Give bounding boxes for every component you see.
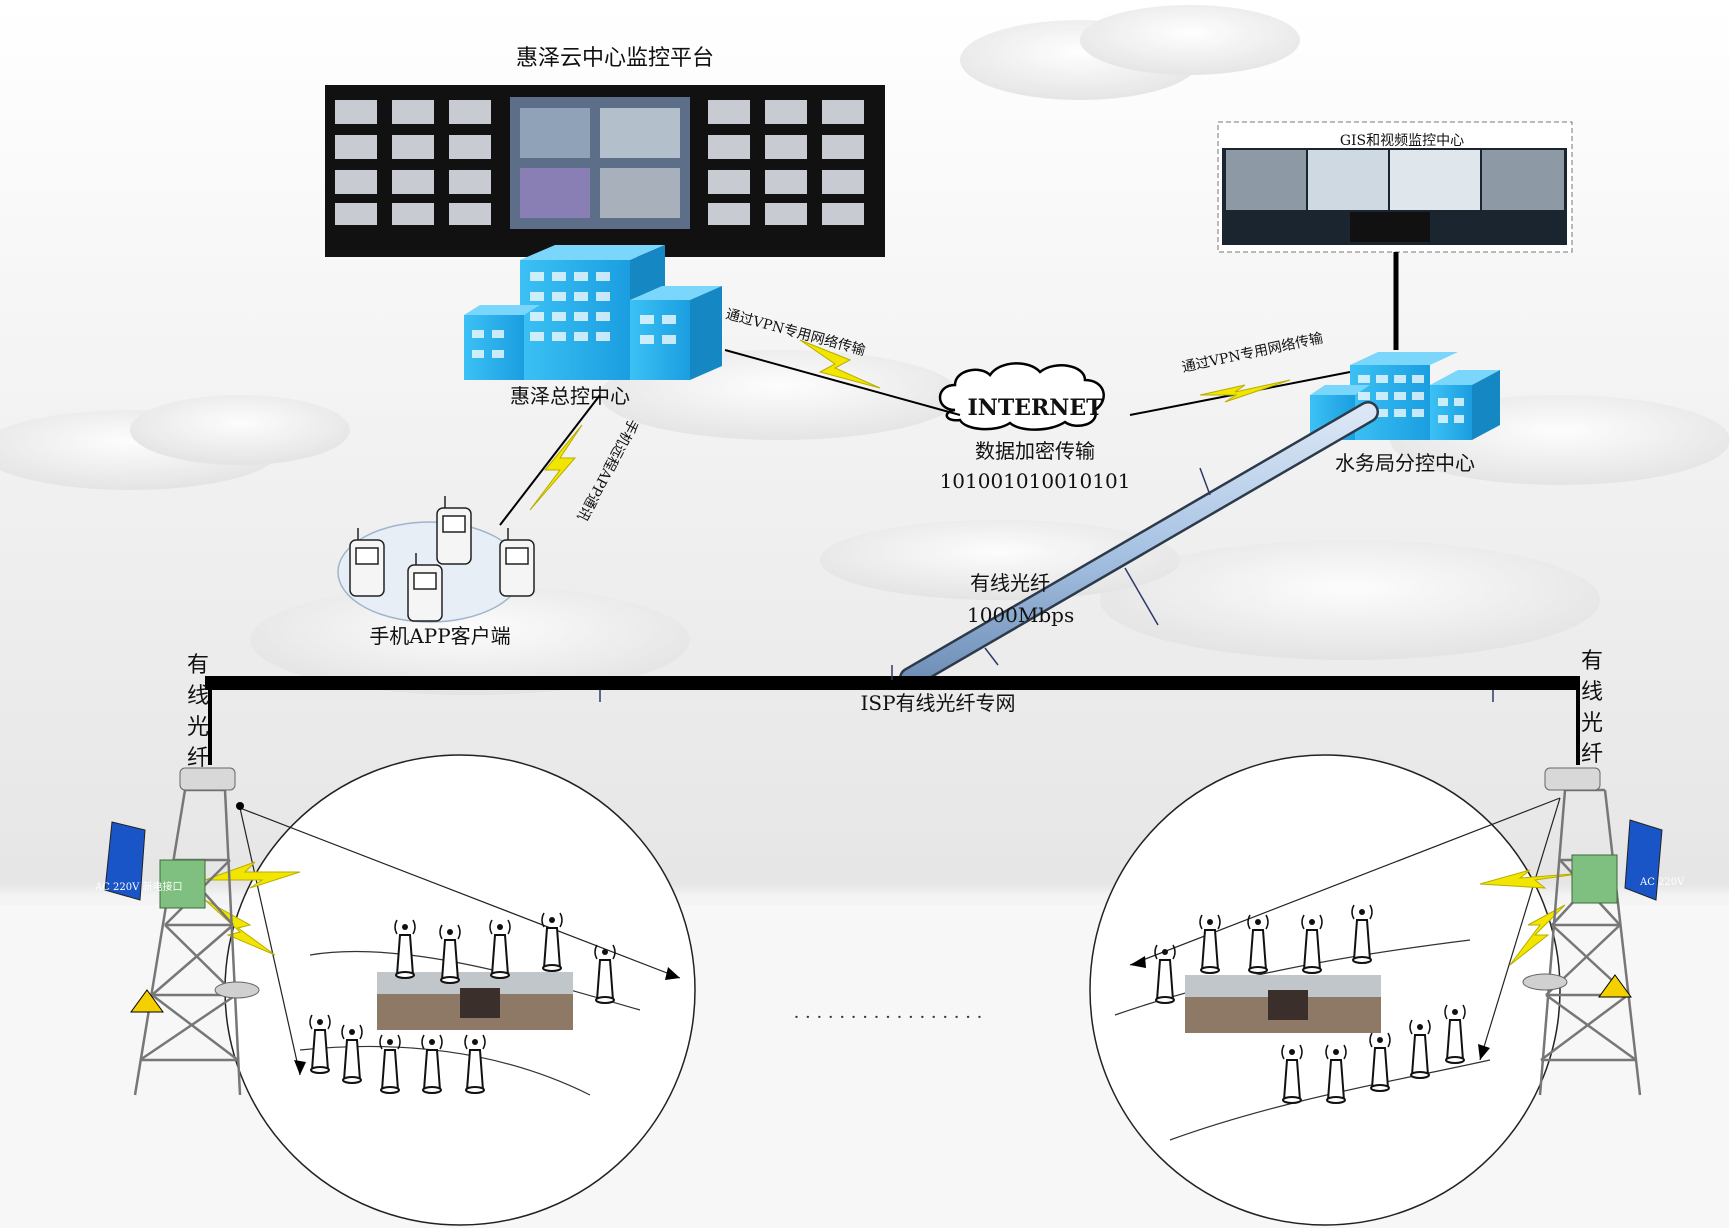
hq-building-icon — [464, 245, 722, 380]
solar-panel-icon — [1624, 819, 1663, 901]
vpn-link-left — [724, 349, 961, 416]
sensor-buoy-icon — [309, 1014, 331, 1074]
sensor-buoy-icon — [464, 1034, 486, 1094]
warning-icon — [130, 989, 164, 1013]
solar-panel-icon — [104, 821, 146, 901]
sensor-buoy-icon — [1281, 1044, 1303, 1104]
gis-center-title: GIS和视频监控中心 — [1340, 133, 1464, 149]
sensor-buoy-icon — [541, 912, 563, 972]
camera-icon — [214, 981, 260, 999]
internet-cloud-icon — [938, 362, 1105, 431]
lightning-icon — [1509, 904, 1566, 966]
video-wall — [325, 85, 885, 257]
sensor-buoy-icon — [1369, 1032, 1391, 1092]
right-fiber-char: 光 — [1581, 711, 1603, 736]
internet-label: INTERNET — [967, 395, 1103, 421]
camera-icon — [179, 767, 244, 810]
left-fiber-char: 光 — [187, 715, 209, 740]
sensor-buoy-icon — [1301, 914, 1323, 974]
more-zones-ellipsis: · · · · · · · · · · · · · · · · · — [794, 1007, 983, 1028]
sensor-buoy-icon — [439, 924, 461, 984]
encryption-label: 数据加密传输 — [975, 439, 1095, 463]
right-panel-caption: AC 220V — [1639, 877, 1685, 888]
lightning-icon — [204, 861, 301, 889]
sensor-buoy-icon — [489, 919, 511, 979]
sensor-buoy-icon — [421, 1034, 443, 1094]
fiber-trunk-pipe — [899, 401, 1379, 689]
fiber-trunk-speed: 1000Mbps — [967, 603, 1074, 627]
sensor-buoy-icon — [1154, 944, 1176, 1004]
sensor-group — [309, 904, 1466, 1104]
mobile-client-label: 手机APP客户端 — [369, 624, 510, 648]
sensor-buoy-icon — [341, 1024, 363, 1084]
lightning-icon — [529, 424, 583, 511]
right-fiber-char: 纤 — [1581, 742, 1603, 767]
phone-icon — [349, 528, 385, 597]
isp-network-label: ISP有线光纤专网 — [860, 691, 1015, 715]
phone-icon — [436, 496, 472, 565]
lightning-icon — [1199, 379, 1291, 403]
sensor-buoy-icon — [1409, 1019, 1431, 1079]
sensor-buoy-icon — [394, 919, 416, 979]
left-fiber-char: 纤 — [187, 746, 209, 771]
left-panel-caption: AC 220V 新电接口 — [94, 880, 183, 893]
sensor-buoy-icon — [1444, 1004, 1466, 1064]
cloud-platform-title: 惠泽云中心监控平台 — [516, 46, 714, 71]
right-fiber-char: 有 — [1581, 649, 1603, 674]
control-box-icon — [1571, 854, 1618, 904]
phone-icon — [499, 528, 535, 597]
fiber-trunk-label: 有线光纤 — [970, 571, 1050, 595]
hq-label: 惠泽总控中心 — [510, 384, 630, 408]
sensor-buoy-icon — [1351, 904, 1373, 964]
sensor-buoy-icon — [1199, 914, 1221, 974]
gis-video-wall — [1222, 148, 1567, 245]
left-fiber-char: 有 — [187, 653, 209, 678]
warning-icon — [1598, 974, 1632, 998]
water-bureau-label: 水务局分控中心 — [1335, 451, 1475, 475]
sensor-buoy-icon — [1325, 1044, 1347, 1104]
left-fiber-char: 线 — [187, 684, 209, 709]
sensor-buoy-icon — [379, 1034, 401, 1094]
right-fiber-char: 线 — [1581, 680, 1603, 705]
phone-icon — [407, 553, 443, 622]
background-clouds — [0, 5, 1729, 695]
lightning-icon — [1479, 869, 1586, 889]
camera-icon — [1522, 973, 1568, 991]
sensor-buoy-icon — [594, 944, 616, 1004]
phone-link — [499, 394, 601, 526]
control-box-icon — [159, 859, 206, 909]
camera-icon — [1544, 767, 1601, 791]
lightning-icon — [799, 339, 881, 389]
bit-stream-label: 101001010010101 — [940, 469, 1131, 493]
sensor-buoy-icon — [1247, 914, 1269, 974]
